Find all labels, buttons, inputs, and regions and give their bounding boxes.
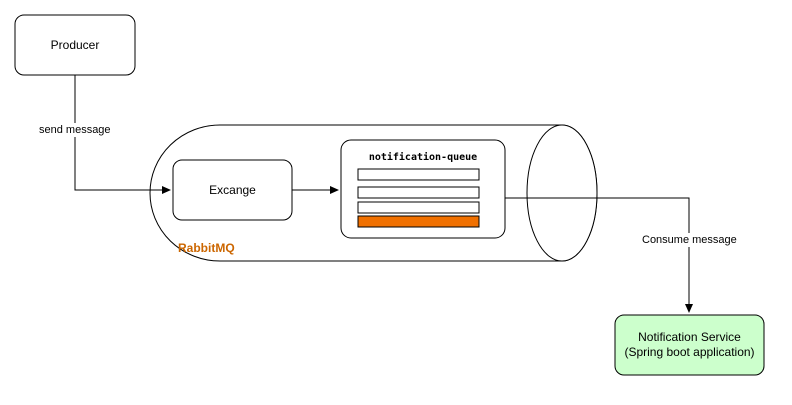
- exchange-label: Excange: [209, 182, 256, 197]
- consume-message-label: Consume message: [640, 233, 739, 247]
- producer-label: Producer: [50, 37, 100, 52]
- queue-slot: [357, 168, 480, 181]
- queue-slot: [357, 186, 480, 199]
- notification-service-label: Notification Service (Spring boot applic…: [624, 330, 755, 359]
- queue-slot-active: [357, 215, 480, 228]
- notification-service-box[interactable]: [614, 314, 765, 376]
- consume-message-edge[interactable]: [505, 197, 693, 313]
- rabbitmq-label: RabbitMQ: [178, 241, 235, 255]
- send-message-label: send message: [37, 123, 113, 137]
- send-message-edge[interactable]: [74, 75, 171, 194]
- queue-slot: [357, 201, 480, 214]
- queue-title: notification-queue: [368, 152, 478, 163]
